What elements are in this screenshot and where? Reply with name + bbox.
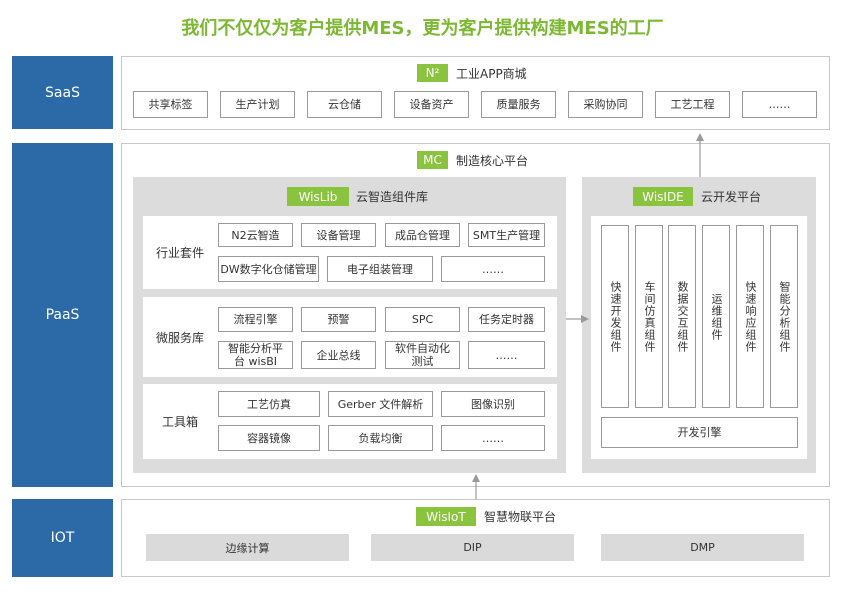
n2-badge: N² — [417, 64, 448, 82]
page-title: 我们不仅仅为客户提供MES，更为客户提供构建MES的工厂 — [181, 18, 664, 39]
mc-title: 制造核心平台 — [456, 153, 529, 168]
industry-suite-label: 行业套件 — [155, 246, 204, 260]
dev-component[interactable]: 智能分析组件 — [770, 225, 798, 408]
micro-item[interactable]: 流程引擎 — [218, 307, 293, 332]
wislib-badge: WisLib — [287, 187, 349, 206]
tool-item[interactable]: 负载均衡 — [328, 425, 433, 451]
tool-item[interactable]: 容器镜像 — [218, 425, 320, 451]
toolbox-label: 工具箱 — [161, 415, 198, 429]
industry-item[interactable]: 设备管理 — [301, 223, 376, 247]
micro-item[interactable]: 企业总线 — [301, 341, 376, 369]
mc-badge: MC — [417, 151, 448, 169]
layer-iot: IOT — [12, 499, 113, 577]
dev-component[interactable]: 快速响应组件 — [736, 225, 764, 408]
app-item[interactable]: 共享标签 — [133, 91, 208, 118]
tool-item[interactable]: Gerber 文件解析 — [328, 391, 433, 417]
micro-item[interactable]: 任务定时器 — [468, 307, 545, 332]
iot-item-dip[interactable]: DIP — [371, 534, 574, 561]
wiside-title: 云开发平台 — [701, 190, 762, 204]
dev-component[interactable]: 数据交互组件 — [668, 225, 696, 408]
wisiot-badge: WisIoT — [416, 507, 476, 526]
app-item[interactable]: 云仓储 — [307, 91, 382, 118]
layer-saas: SaaS — [12, 56, 113, 129]
micro-item[interactable]: 预警 — [301, 307, 376, 332]
iot-item-edge[interactable]: 边缘计算 — [146, 534, 349, 561]
industry-item[interactable]: DW数字化仓储管理 — [218, 256, 319, 282]
micro-item[interactable]: 软件自动化 测试 — [385, 341, 460, 369]
wislib-title: 云智造组件库 — [356, 190, 429, 204]
app-item[interactable]: 生产计划 — [220, 91, 295, 118]
tool-item[interactable]: 工艺仿真 — [218, 391, 320, 417]
micro-item-more[interactable]: …… — [468, 341, 545, 369]
layer-paas: PaaS — [12, 143, 113, 487]
industry-item-more[interactable]: …… — [441, 256, 545, 282]
wiside-badge: WisIDE — [633, 187, 693, 206]
micro-service-label: 微服务库 — [155, 330, 204, 345]
industry-item[interactable]: 电子组装管理 — [327, 256, 433, 282]
app-item[interactable]: 设备资产 — [394, 91, 469, 118]
tool-item-more[interactable]: …… — [441, 425, 545, 451]
industry-item[interactable]: 成品仓管理 — [385, 223, 460, 247]
app-item[interactable]: 采购协同 — [568, 91, 643, 118]
app-item[interactable]: 质量服务 — [481, 91, 556, 118]
micro-item[interactable]: SPC — [385, 307, 460, 332]
wisiot-title: 智慧物联平台 — [484, 510, 557, 524]
app-store-title: 工业APP商城 — [456, 66, 527, 81]
industry-item[interactable]: N2云智造 — [218, 223, 293, 247]
dev-component[interactable]: 快速开发组件 — [601, 225, 629, 408]
micro-item[interactable]: 智能分析平台 wisBI — [218, 341, 293, 369]
app-item-more[interactable]: …… — [742, 91, 817, 118]
tool-item[interactable]: 图像识别 — [441, 391, 545, 417]
industry-item[interactable]: SMT生产管理 — [468, 223, 545, 247]
dev-component[interactable]: 运维组件 — [702, 225, 730, 408]
dev-engine[interactable]: 开发引擎 — [601, 417, 798, 448]
dev-component[interactable]: 车间仿真组件 — [635, 225, 663, 408]
app-item[interactable]: 工艺工程 — [655, 91, 730, 118]
iot-item-dmp[interactable]: DMP — [601, 534, 804, 561]
